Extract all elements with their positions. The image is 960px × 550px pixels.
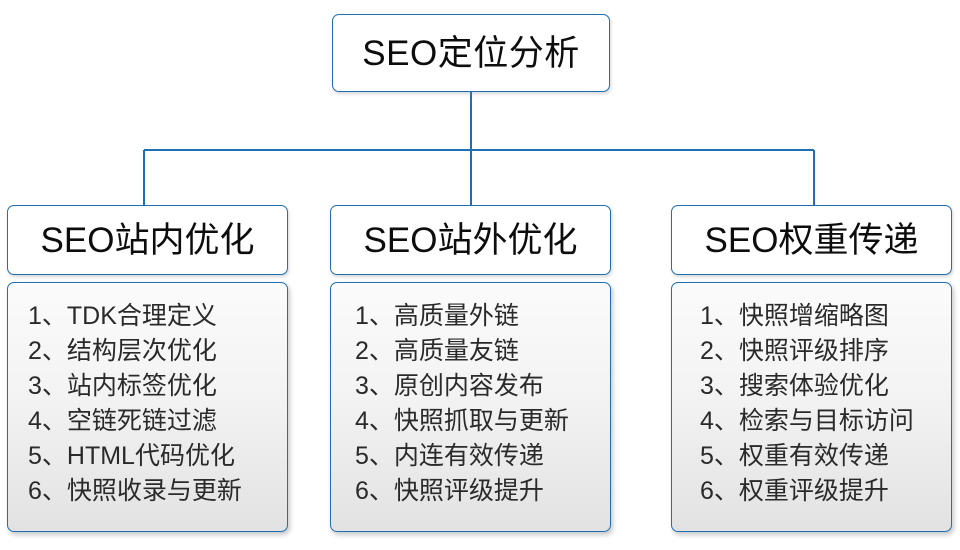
branch-header-2-label: SEO站外优化 (363, 220, 578, 260)
branch-body-1: 1、TDK合理定义 2、结构层次优化 3、站内标签优化 4、空链死链过滤 5、H… (7, 282, 288, 532)
item-list-2: 1、高质量外链 2、高质量友链 3、原创内容发布 4、快照抓取与更新 5、内连有… (331, 299, 610, 509)
list-item: 5、权重有效传递 (700, 442, 889, 470)
list-item: 4、快照抓取与更新 (355, 407, 569, 435)
branch-body-3: 1、快照增缩略图 2、快照评级排序 3、搜索体验优化 4、检索与目标访问 5、权… (671, 282, 952, 532)
list-item: 5、内连有效传递 (355, 442, 544, 470)
list-item: 3、站内标签优化 (28, 372, 217, 400)
root-node[interactable]: SEO定位分析 (332, 14, 610, 92)
list-item: 6、快照评级提升 (355, 477, 544, 505)
branch-body-2: 1、高质量外链 2、高质量友链 3、原创内容发布 4、快照抓取与更新 5、内连有… (330, 282, 611, 532)
branch-header-3-label: SEO权重传递 (704, 220, 919, 260)
item-list-1: 1、TDK合理定义 2、结构层次优化 3、站内标签优化 4、空链死链过滤 5、H… (8, 299, 287, 509)
branch-header-3[interactable]: SEO权重传递 (671, 205, 952, 275)
list-item: 4、空链死链过滤 (28, 407, 217, 435)
list-item: 4、检索与目标访问 (700, 407, 914, 435)
list-item: 6、快照收录与更新 (28, 477, 242, 505)
branch-header-1[interactable]: SEO站内优化 (7, 205, 288, 275)
branch-column-1: SEO站内优化 1、TDK合理定义 2、结构层次优化 3、站内标签优化 4、空链… (7, 205, 288, 532)
list-item: 3、原创内容发布 (355, 372, 544, 400)
list-item: 2、快照评级排序 (700, 337, 889, 365)
list-item: 1、高质量外链 (355, 302, 519, 330)
list-item: 2、高质量友链 (355, 337, 519, 365)
list-item: 5、HTML代码优化 (28, 442, 235, 470)
list-item: 3、搜索体验优化 (700, 372, 889, 400)
root-node-label: SEO定位分析 (362, 33, 580, 73)
list-item: 1、TDK合理定义 (28, 302, 217, 330)
branch-header-1-label: SEO站内优化 (40, 220, 255, 260)
branch-column-2: SEO站外优化 1、高质量外链 2、高质量友链 3、原创内容发布 4、快照抓取与… (330, 205, 611, 532)
list-item: 6、权重评级提升 (700, 477, 889, 505)
list-item: 1、快照增缩略图 (700, 302, 889, 330)
list-item: 2、结构层次优化 (28, 337, 217, 365)
item-list-3: 1、快照增缩略图 2、快照评级排序 3、搜索体验优化 4、检索与目标访问 5、权… (672, 299, 951, 509)
branch-header-2[interactable]: SEO站外优化 (330, 205, 611, 275)
branch-column-3: SEO权重传递 1、快照增缩略图 2、快照评级排序 3、搜索体验优化 4、检索与… (671, 205, 952, 532)
